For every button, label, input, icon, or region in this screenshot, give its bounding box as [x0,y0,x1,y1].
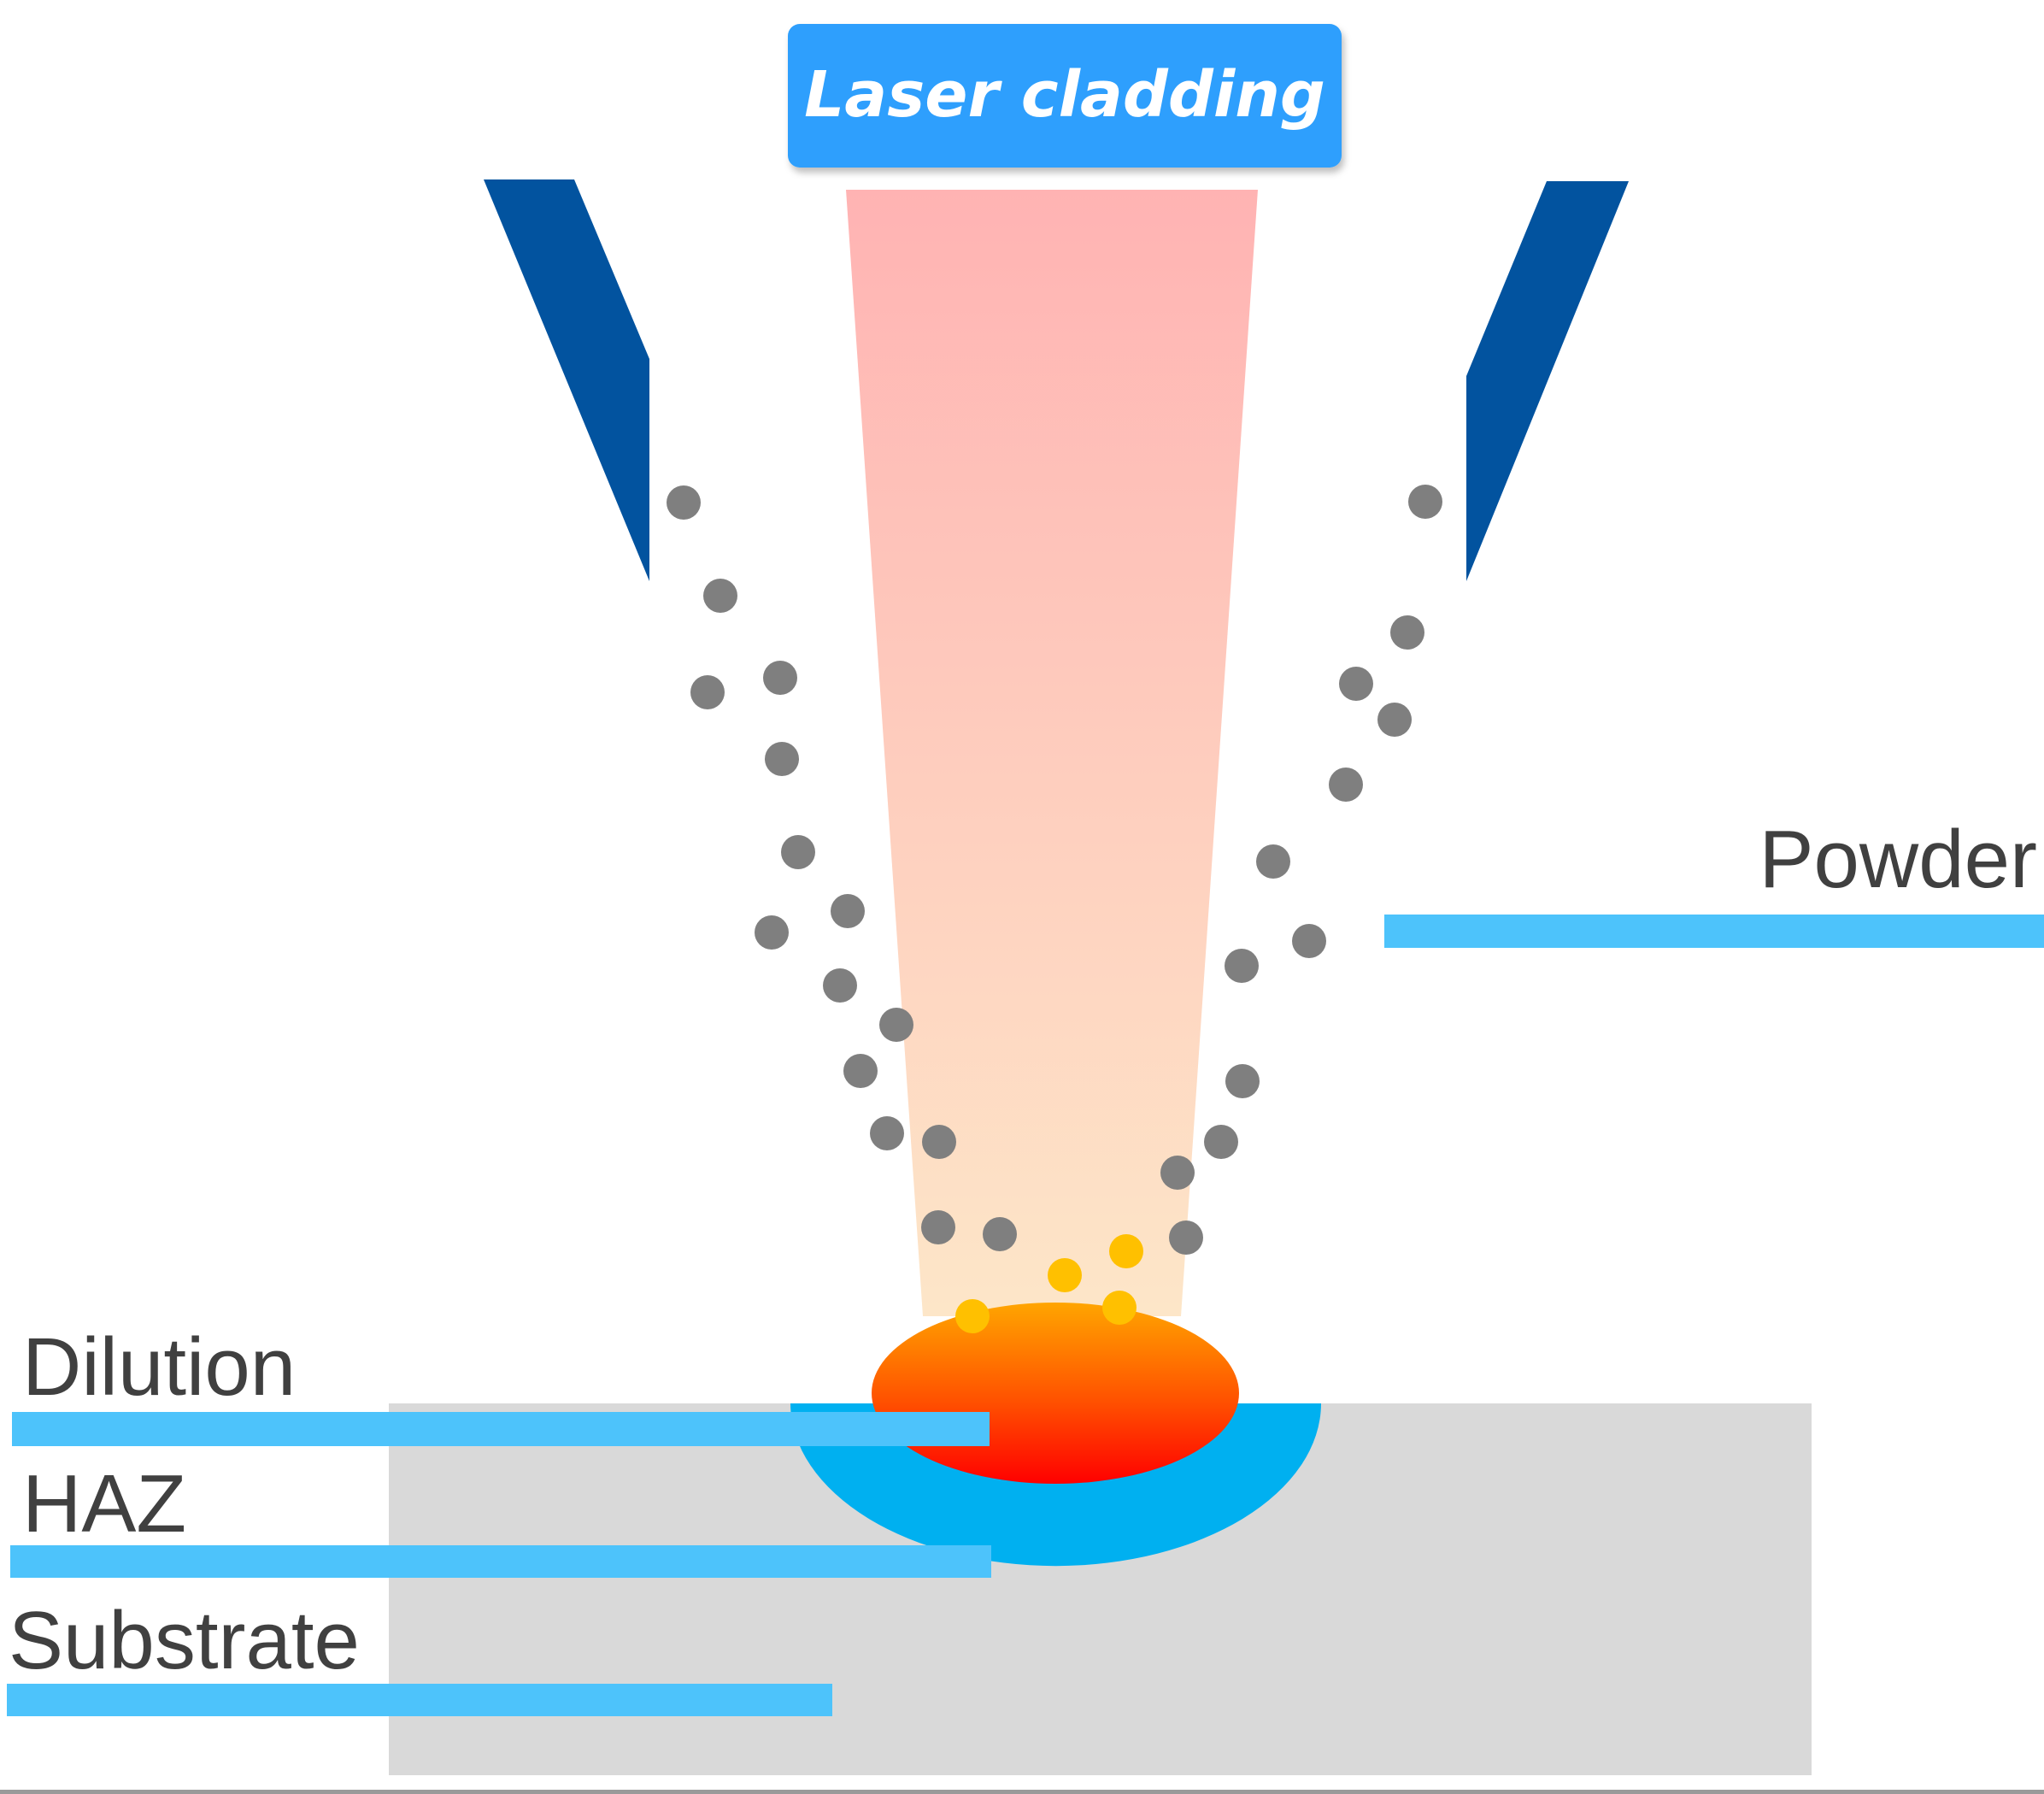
laser-beam [846,190,1258,1316]
powder-particle [1256,844,1290,879]
molten-particle [1102,1291,1137,1325]
powder-particle [1329,768,1363,802]
left-nozzle [484,179,649,581]
substrate-label: Substrate [9,1595,360,1686]
right-nozzle [1466,181,1629,581]
molten-particles [955,1234,1143,1333]
powder-particle [1339,667,1373,701]
powder-particle [755,915,789,950]
powder-particle [879,1008,913,1042]
powder-particle [1204,1125,1238,1159]
dilution-label: Dilution [22,1321,296,1413]
title-text: Laser cladding [804,58,1325,132]
powder-particles [667,485,1442,1255]
substrate-leader-line [7,1684,832,1716]
powder-particle [690,675,725,709]
powder-particle [763,661,797,695]
powder-particle [921,1210,955,1244]
bottom-border [0,1790,2044,1794]
powder-particle [843,1054,878,1088]
haz-label: HAZ [22,1458,186,1550]
powder-particle [922,1125,956,1159]
powder-particle [1292,924,1326,958]
molten-particle [1109,1234,1143,1268]
powder-particle [781,835,815,869]
dilution-leader-line [12,1412,990,1446]
powder-particle [667,485,701,520]
melt-pool [872,1303,1239,1484]
powder-particle [1390,615,1424,650]
powder-particle [823,968,857,1003]
powder-particle [1169,1221,1203,1255]
powder-particle [703,579,737,613]
powder-leader-line [1384,915,2044,948]
powder-label: Powder [1759,814,2038,905]
powder-particle [1225,1064,1260,1098]
powder-particle [870,1116,904,1150]
powder-particle [831,894,865,928]
powder-particle [1377,703,1412,737]
title-box [788,24,1342,168]
powder-particle [1225,949,1259,983]
powder-particle [1408,485,1442,519]
molten-particle [1048,1258,1082,1292]
haz-leader-line [10,1545,991,1578]
molten-particle [955,1299,990,1333]
powder-particle [983,1217,1017,1251]
powder-particle [765,742,799,776]
powder-particle [1160,1156,1195,1190]
